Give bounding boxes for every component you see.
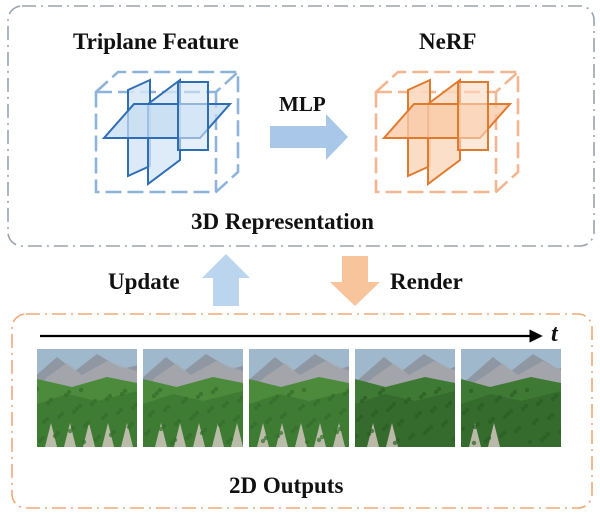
render-arrow-icon [330,256,380,306]
time-label: t [551,321,558,347]
update-arrow-icon [202,254,250,306]
representation-caption: 3D Representation [191,209,374,234]
frame-3 [249,349,349,447]
outputs-panel-border [11,313,593,509]
triplane-cube-icon [94,70,240,194]
nerf-cube-icon [374,70,520,194]
frame-1 [37,349,137,447]
update-label: Update [108,269,180,294]
landscape-image [461,349,561,447]
triplane-feature-title: Triplane Feature [73,29,239,54]
outputs-caption: 2D Outputs [229,473,344,498]
landscape-image [355,349,455,447]
render-label: Render [390,269,463,294]
frame-4 [355,349,455,447]
frame-2 [143,349,243,447]
frame-5 [461,349,561,447]
representation-panel-border [7,5,595,247]
landscape-image [37,349,137,447]
mlp-label: MLP [279,92,326,116]
landscape-image [249,349,349,447]
mlp-arrow-icon [270,114,348,160]
nerf-title: NeRF [419,29,477,54]
landscape-image [143,349,243,447]
